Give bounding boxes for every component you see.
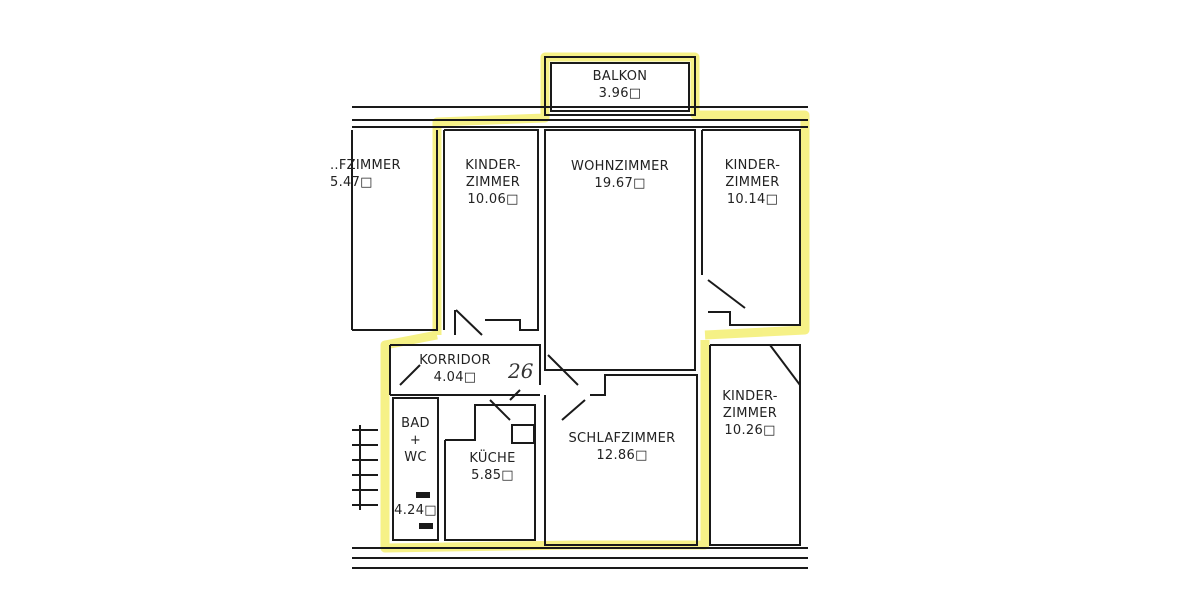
room-area: 19.67□ [594, 176, 646, 191]
room-area: 5.47□ [330, 175, 373, 190]
room-area: 5.85□ [471, 468, 514, 483]
room-kueche: KÜCHE 5.85□ [450, 450, 535, 484]
room-kinderzimmer-3: KINDER- ZIMMER 10.26□ [705, 388, 795, 439]
room-name: WOHNZIMMER [570, 159, 669, 174]
room-name: KORRIDOR [419, 353, 491, 368]
room-korridor: KORRIDOR 4.04□ [410, 352, 500, 386]
room-name: KÜCHE [469, 451, 516, 466]
handwritten-note: 26 [507, 359, 534, 383]
room-name: KINDER- [465, 158, 521, 173]
room-name: BALKON [592, 69, 648, 84]
room-area: 10.26□ [724, 423, 776, 438]
room-kinderzimmer-2: KINDER- ZIMMER 10.14□ [705, 157, 800, 208]
room-name: BAD [401, 416, 430, 431]
room-bad-wc: BAD + WC [393, 415, 438, 466]
room-area: 10.06□ [467, 192, 519, 207]
room-name: KINDER- [724, 158, 781, 173]
room-area: 3.96□ [598, 86, 642, 101]
room-kinderzimmer-1: KINDER- ZIMMER 10.06□ [448, 157, 538, 208]
room-area: 10.14□ [726, 192, 779, 207]
room-area: 12.86□ [596, 448, 648, 463]
room-wohnzimmer: WOHNZIMMER 19.67□ [555, 158, 685, 192]
room-balkon: BALKON 3.96□ [565, 68, 675, 102]
room-schlafzimmer: SCHLAFZIMMER 12.86□ [552, 430, 692, 464]
room-bad-wc-area: 4.24□ [393, 502, 438, 519]
room-area: 4.04□ [433, 370, 477, 385]
room-name: SCHLAFZIMMER [568, 431, 676, 446]
room-area: 4.24□ [394, 503, 437, 518]
room-name: ..FZIMMER [330, 158, 401, 173]
room-name: KINDER- [722, 389, 778, 404]
room-schlafzimmer-left: ..FZIMMER 5.47□ [330, 157, 430, 191]
walls [351, 56, 808, 569]
